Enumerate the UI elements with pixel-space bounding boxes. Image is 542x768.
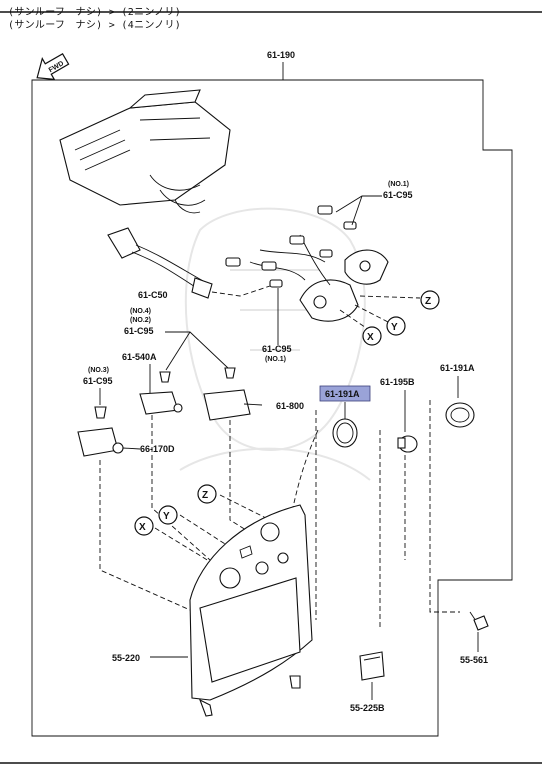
label-66-170d: 66-170D (140, 444, 175, 454)
callout-y-top-text: Y (391, 322, 398, 333)
knob-61-195b (397, 435, 418, 453)
front-arrow-icon: FWD (36, 52, 70, 81)
label-61-800: 61-800 (276, 401, 304, 411)
callout-y-bottom: Y (158, 505, 178, 525)
label-61-c95-top-no: (NO.1) (388, 181, 409, 188)
label-55-220: 55-220 (112, 653, 140, 663)
callout-x-top-text: X (367, 332, 374, 343)
switch-66-170d (77, 427, 124, 457)
switch-61-800 (203, 367, 263, 421)
dash-to-y-right (354, 304, 389, 323)
assembly-outline (31, 79, 513, 737)
label-61-191a-highlight: 61-191A (325, 389, 360, 399)
label-61-c95-no3: (NO.3) (88, 367, 109, 374)
label-61-c95-bot-no: (NO.1) (265, 356, 286, 363)
callout-z-bottom-text: Z (202, 490, 208, 501)
label-61-c95-no4: (NO.4) (130, 308, 151, 315)
switch-61-540a (139, 371, 183, 415)
callout-z-top: Z (420, 290, 440, 310)
callout-y-bottom-text: Y (163, 511, 170, 522)
label-55-561: 55-561 (460, 655, 488, 665)
switch-assembly (225, 205, 389, 322)
bezel-55-220 (189, 504, 313, 717)
label-61-c95-no2: (NO.2) (130, 317, 151, 324)
leader-61-c95-mid (165, 331, 229, 369)
label-61-c95-bot: 61-C95 (262, 344, 292, 354)
callout-y-top: Y (386, 316, 406, 336)
dashed-guides (99, 400, 460, 630)
leader-61-c95-mid-b (165, 331, 191, 371)
label-61-c50: 61-C50 (138, 290, 168, 300)
label-61-c95-top: 61-C95 (383, 190, 413, 200)
leader-61-c95-top-b (351, 195, 363, 226)
callout-x-bottom-text: X (139, 522, 146, 533)
knob-61-191a-mid-inner (336, 422, 354, 444)
label-55-225b: 55-225B (350, 703, 385, 713)
callout-x-bottom: X (134, 516, 154, 536)
screw-55-561 (469, 611, 489, 631)
leader-66-170d (122, 447, 141, 450)
heater-control-unit (59, 89, 231, 214)
callout-z-top-text: Z (425, 296, 431, 307)
label-61-195b: 61-195B (380, 377, 415, 387)
label-61-c95-mid: 61-C95 (124, 326, 154, 336)
wiring-harness-61-c50 (107, 227, 271, 299)
clip-55-225b (359, 651, 385, 681)
label-61-c95-left: 61-C95 (83, 376, 113, 386)
header-line-2: (サンルーフ ナシ) > (4ニンノリ) (8, 20, 182, 31)
dash-to-z-right (359, 295, 421, 299)
bulb-61-c95-left (94, 406, 107, 419)
callout-z-bottom: Z (197, 484, 217, 504)
label-61-191a-highlight-box (319, 385, 371, 402)
label-61-190: 61-190 (267, 50, 295, 60)
callout-x-top: X (362, 326, 382, 346)
knob-61-191a-right (445, 402, 475, 428)
label-61-191a: 61-191A (440, 363, 475, 373)
label-61-540a: 61-540A (122, 352, 157, 362)
